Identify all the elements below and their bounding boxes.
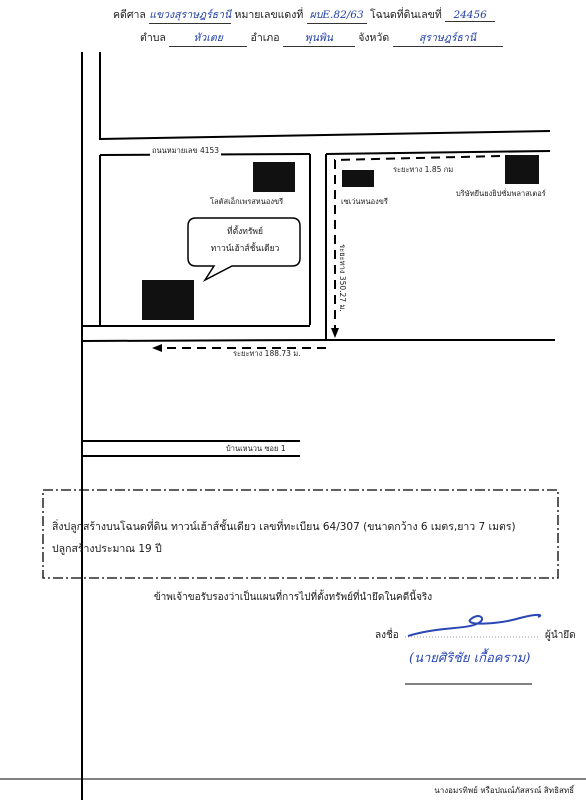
footer-text: นางอมรทิพย์ หรือปณณ์ภัสสรณ์ สิทธิสทธิ์ [434, 786, 574, 795]
building-company [505, 155, 539, 184]
district-value: พุนพิน [282, 29, 355, 47]
sign-label: ลงชื่อ [375, 630, 399, 641]
signature-scribble [407, 613, 542, 637]
header-line-2: ตำบล หัวเตย อำเภอ พุนพิน จังหวัด สุราษฎร… [140, 29, 503, 47]
court-value: แขวงสุราษฎร์ธานี [149, 6, 231, 24]
building-seven [342, 170, 374, 187]
note-text: สิ่งปลูกสร้างบนโฉนดที่ดิน ทาวน์เฮ้าส์ชั้… [52, 516, 516, 560]
label-soi: บ้านเหนวน ซอย 1 [226, 444, 286, 453]
label-lotus: โลตัสเอ็กเพรสหนองขรี [210, 197, 284, 206]
route-arrow-left [152, 344, 162, 352]
route-dashed [160, 155, 501, 349]
role-label: ผู้นำยึด [545, 630, 576, 641]
road-4153-top [99, 130, 551, 140]
road-4153-bottom-right [325, 150, 551, 155]
route-arrow-down [331, 328, 339, 338]
header-line-1: คดีศาล แขวงสุราษฎร์ธานี หมายเลขแดงที่ ผบ… [113, 6, 496, 24]
subdistrict-value: หัวเตย [169, 29, 248, 47]
building-lotus [253, 162, 295, 192]
deed-value: 24456 [445, 9, 496, 22]
label-seven: เซเว่นหนองขรี [341, 197, 388, 206]
note-line-2: ปลูกสร้างประมาณ 19 ปี [52, 543, 162, 555]
label-distance-2: ระยะทาง 350.27 ม. [337, 244, 347, 312]
location-callout [187, 217, 301, 282]
label-distance-3: ระยะทาง 188.73 ม. [233, 349, 301, 358]
certify-text: ข้าพเจ้าขอรับรองว่าเป็นแผนที่การไปที่ตั้… [153, 592, 433, 603]
note-box-border [42, 489, 559, 579]
label-road-4153: ถนนหมายเลข 4153 [150, 145, 222, 157]
label-distance-1: ระยะทาง 1.85 กม [393, 165, 454, 174]
note-line-1: สิ่งปลูกสร้างบนโฉนดที่ดิน ทาวน์เฮ้าส์ชั้… [52, 521, 516, 533]
black-case-value: ผบE.82/63 [306, 6, 367, 24]
signer-name: (นายศิริชัย เกื้อคราม) [409, 651, 531, 666]
callout-text: ที่ตั้งทรัพย์ ทาวน์เฮ้าส์ชั้นเดียว [210, 227, 280, 254]
province-value: สุราษฎร์ธานี [392, 29, 503, 47]
building-townhouse [142, 280, 194, 320]
label-company: บริษัทยีนยงยิปซั่มพลาสเตอร์ [456, 189, 546, 198]
road-cross-bottom-left [81, 339, 327, 342]
